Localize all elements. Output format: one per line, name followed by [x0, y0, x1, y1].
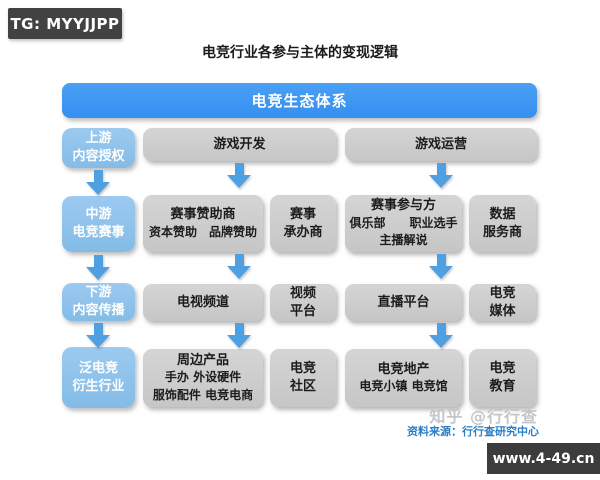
box-title: 视频 — [289, 285, 316, 301]
arrow-head — [429, 335, 453, 348]
stage-label: 泛电竞 — [78, 360, 118, 376]
arrow-stem — [436, 163, 446, 175]
stage-box-downstream: 下游 内容传播 — [62, 283, 135, 321]
box-title: 媒体 — [489, 303, 516, 319]
box-tv-channel: 电视频道 — [143, 284, 263, 321]
box-title: 直播平台 — [377, 294, 430, 310]
stage-label: 电竞赛事 — [72, 225, 125, 240]
stage-box-derivative: 泛电竞 衍生行业 — [62, 347, 135, 408]
arrow-head — [86, 267, 110, 280]
stage-box-midstream: 中游 电竞赛事 — [62, 196, 135, 252]
arrow-stem — [93, 255, 103, 267]
box-event-sponsors: 赛事赞助商 资本赞助 品牌赞助 — [143, 195, 263, 252]
arrow-down-icon — [227, 163, 251, 188]
arrow-down-icon — [429, 163, 453, 188]
stage-label: 下游 — [85, 285, 112, 301]
box-title: 赛事 — [289, 206, 316, 222]
stage-box-upstream: 上游 内容授权 — [62, 128, 135, 168]
arrow-head — [86, 335, 110, 348]
box-event-participants: 赛事参与方 俱乐部 职业选手 主播解说 — [345, 195, 462, 252]
box-title: 游戏开发 — [213, 136, 266, 152]
arrow-stem — [234, 163, 244, 175]
box-game-operation: 游戏运营 — [345, 128, 537, 161]
tg-watermark-badge: TG: MYYJJPP — [8, 8, 122, 39]
box-esports-community: 电竞 社区 — [270, 349, 336, 407]
box-video-platform: 视频 平台 — [270, 284, 336, 321]
box-subtitle: 主播解说 — [379, 233, 428, 248]
box-title: 电竞地产 — [377, 361, 430, 377]
box-esports-media: 电竞 媒体 — [469, 284, 536, 321]
box-esports-real-estate: 电竞地产 电竞小镇 电竞馆 — [345, 349, 462, 407]
box-title: 赛事参与方 — [370, 198, 436, 214]
arrow-stem — [436, 323, 446, 335]
source-credit: 资料来源：行行查研究中心 — [407, 425, 539, 438]
box-subtitle: 资本赞助 品牌赞助 — [148, 224, 257, 239]
arrow-head — [429, 175, 453, 188]
arrow-stem — [436, 254, 446, 266]
arrow-down-icon — [227, 323, 251, 348]
ecosystem-banner: 电竞生态体系 — [62, 83, 537, 118]
box-title: 电视频道 — [176, 294, 229, 310]
arrow-down-icon — [227, 254, 251, 279]
box-title: 电竞 — [489, 285, 516, 301]
box-subtitle: 服饰配件 电竞电商 — [152, 387, 254, 402]
box-title: 周边产品 — [176, 352, 229, 368]
box-subtitle: 俱乐部 职业选手 — [349, 215, 458, 230]
arrow-stem — [234, 323, 244, 335]
zhihu-watermark: 知乎 @行行查 — [429, 407, 538, 426]
box-title: 游戏运营 — [414, 136, 467, 152]
diagram-title: 电竞行业各参与主体的变现逻辑 — [202, 45, 398, 61]
stage-label: 内容授权 — [72, 149, 125, 164]
arrow-stem — [234, 254, 244, 266]
arrow-down-icon — [429, 323, 453, 348]
arrow-head — [86, 182, 110, 195]
box-data-provider: 数据 服务商 — [469, 195, 536, 252]
arrow-stem — [93, 170, 103, 182]
arrow-head — [227, 335, 251, 348]
box-esports-education: 电竞 教育 — [469, 349, 536, 407]
box-game-development: 游戏开发 — [143, 128, 336, 161]
arrow-head — [429, 266, 453, 279]
box-live-platform: 直播平台 — [345, 284, 462, 321]
arrow-down-icon — [86, 323, 110, 348]
box-title: 电竞 — [489, 361, 516, 377]
arrow-down-icon — [86, 255, 110, 280]
box-subtitle: 手办 外设硬件 — [164, 370, 242, 385]
box-event-organizer: 赛事 承办商 — [270, 195, 336, 252]
box-subtitle: 电竞小镇 电竞馆 — [359, 379, 448, 394]
box-title: 数据 — [489, 206, 516, 222]
arrow-down-icon — [429, 254, 453, 279]
stage-label: 上游 — [85, 131, 112, 147]
box-title: 电竞 — [289, 361, 316, 377]
arrow-down-icon — [86, 170, 110, 195]
box-title: 服务商 — [482, 224, 522, 240]
box-title: 赛事赞助商 — [170, 207, 236, 223]
box-title: 教育 — [489, 379, 516, 394]
box-title: 承办商 — [283, 224, 323, 240]
stage-label: 内容传播 — [72, 303, 125, 318]
box-title: 社区 — [289, 379, 316, 394]
ecosystem-banner-label: 电竞生态体系 — [251, 92, 348, 110]
box-peripheral-products: 周边产品 手办 外设硬件 服饰配件 电竞电商 — [143, 349, 263, 407]
site-url-badge: www.4-49.cn — [487, 443, 600, 474]
arrow-stem — [93, 323, 103, 335]
stage-label: 衍生行业 — [72, 378, 125, 394]
arrow-head — [227, 266, 251, 279]
arrow-head — [227, 175, 251, 188]
box-title: 平台 — [289, 303, 316, 319]
stage-label: 中游 — [85, 207, 112, 223]
